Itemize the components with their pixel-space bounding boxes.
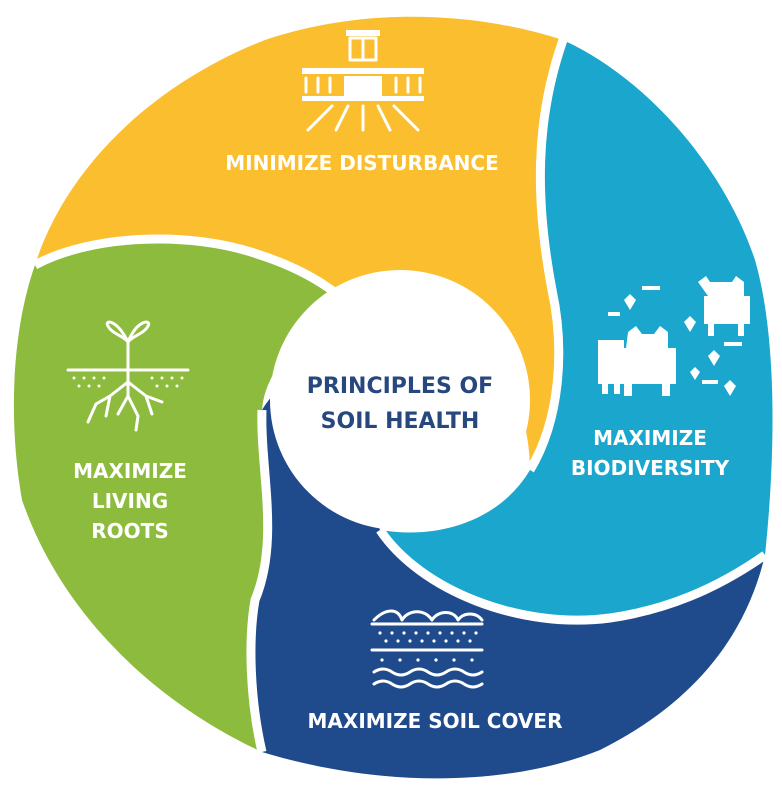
- segment-soil-cover: [250, 335, 765, 779]
- label-biodiversity-line1: MAXIMIZE: [593, 426, 707, 450]
- center-disc: [270, 270, 530, 530]
- label-soil-cover: MAXIMIZE SOIL COVER: [308, 709, 563, 733]
- tractor-icon: [302, 30, 424, 132]
- segment-biodiversity: [380, 40, 773, 621]
- center-title-line1: PRINCIPLES OF: [307, 374, 493, 399]
- label-living-roots-line2: LIVING: [92, 489, 168, 513]
- soil-cover-icon: [370, 609, 484, 689]
- livestock-icon: [598, 276, 750, 396]
- center-title-line2: SOIL HEALTH: [321, 409, 480, 434]
- sprout-roots-icon: [66, 320, 190, 432]
- segment-living-roots: [13, 238, 361, 752]
- label-biodiversity-line2: BIODIVERSITY: [571, 456, 730, 480]
- segment-minimize-disturbance: [35, 16, 563, 470]
- label-minimize-disturbance: MINIMIZE DISTURBANCE: [225, 151, 499, 175]
- label-living-roots-line1: MAXIMIZE: [73, 459, 187, 483]
- label-living-roots-line3: ROOTS: [91, 519, 168, 543]
